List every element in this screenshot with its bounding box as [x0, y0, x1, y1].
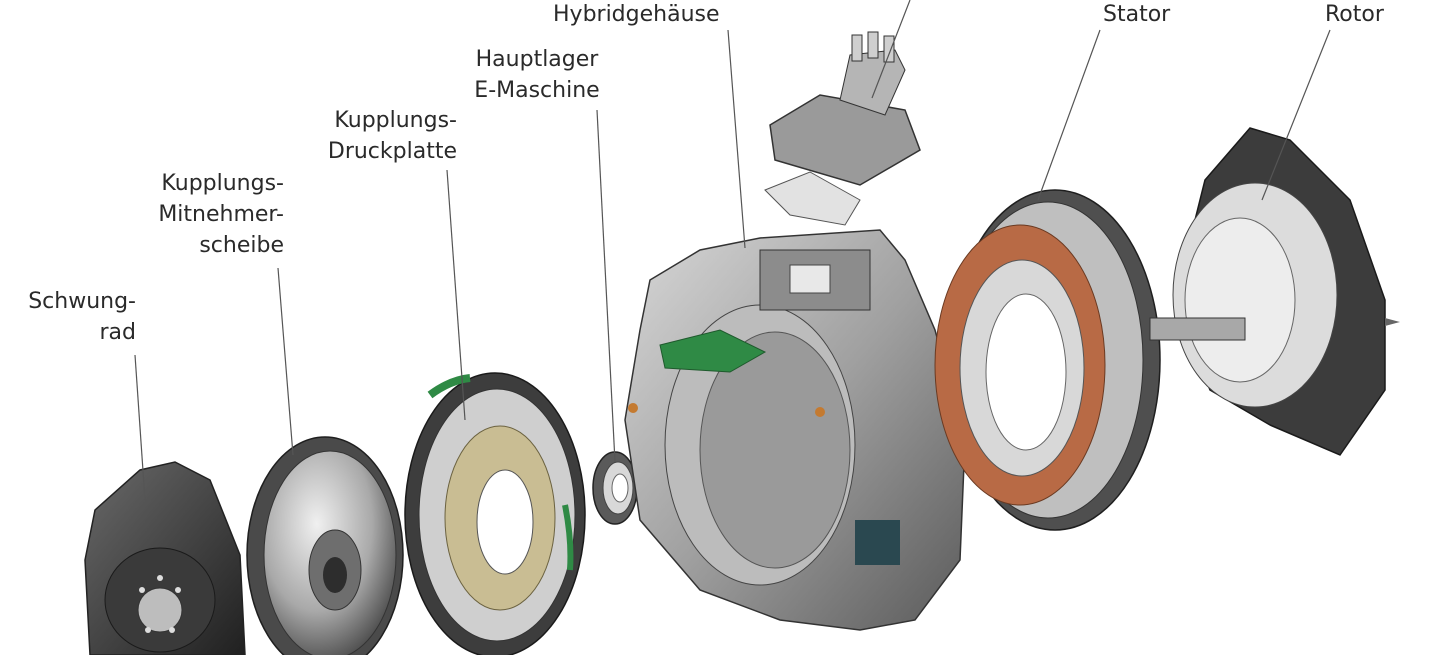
stator-part [934, 189, 1161, 531]
label-hybridgehaeuse: Hybridgehäuse [553, 2, 720, 27]
leader-schwungrad [134, 354, 146, 501]
label-stator: Stator [1103, 2, 1171, 27]
leader-druckplatte [446, 169, 466, 421]
clutch-disc-part [246, 436, 404, 655]
leader-lines [134, 0, 1331, 501]
leader-rotor [1261, 29, 1331, 201]
rotor-part [1149, 127, 1400, 456]
leader-stator [1037, 29, 1101, 201]
leader-connector [871, 0, 911, 99]
label-rotor: Rotor [1325, 2, 1384, 27]
hybrid-housing-part [624, 229, 966, 631]
connector-block-part [764, 31, 921, 226]
flywheel-part [84, 461, 246, 655]
leader-mitnehmerscheibe [277, 267, 294, 456]
label-schwungrad: Schwung- rad [28, 289, 136, 345]
label-kupplungs-druckplatte: Kupplungs- Druckplatte [327, 108, 457, 164]
label-kupplungs-mitnehmerscheibe: Kupplungs- Mitnehmer- scheibe [158, 171, 284, 258]
leader-hauptlager [596, 109, 616, 463]
leader-hybridgehaeuse [727, 29, 746, 249]
pressure-plate-part [404, 372, 586, 655]
main-bearing-part [592, 451, 638, 525]
label-hauptlager-e-maschine: Hauptlager E-Maschine [474, 47, 600, 103]
